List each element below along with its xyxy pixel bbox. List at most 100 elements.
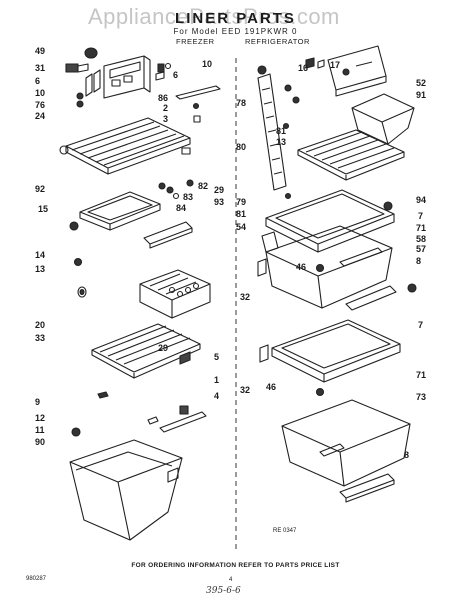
part-freezer-wire-shelf-lower [92,324,200,378]
part-1-4-bracket [160,406,206,432]
callout-54: 54 [236,222,247,232]
callout-12: 12 [35,413,46,423]
drawing-reference: RE 0347 [273,528,297,534]
part-31-bracket [66,64,88,72]
part-93-trim [144,222,192,248]
callout-82: 82 [198,181,209,191]
callout-29-lower: 29 [158,343,169,353]
callout-6-upper: 6 [173,70,179,80]
callout-90: 90 [35,437,46,447]
callout-46-lower: 46 [266,382,277,392]
handwritten-note: 395-6-6 [206,586,241,596]
callout-13-right: 13 [276,137,287,147]
callout-24: 24 [35,111,46,121]
part-6-10-clips [156,64,171,81]
part-81-13-screws [284,124,291,199]
callout-84: 84 [176,203,187,213]
callout-91: 91 [416,90,427,100]
callout-9: 9 [35,397,41,407]
callout-8-upper: 8 [416,256,422,266]
part-15-clip [70,222,78,230]
callout-32-lower: 32 [240,385,251,395]
callout-71-lower: 71 [416,370,427,380]
part-92-tray [80,192,160,230]
callout-17: 17 [330,60,341,70]
callout-29: 29 [214,185,225,195]
callout-13: 13 [35,264,46,274]
part-14-13-grommets [75,259,87,298]
callout-76: 76 [35,100,46,110]
callout-31: 31 [35,63,46,73]
part-71-glass-shelf-lower [272,320,400,382]
watermark: AppliancePartsPros.com [88,4,340,29]
callout-10: 10 [35,88,46,98]
callout-46-upper: 46 [296,262,307,272]
callout-8-lower: 8 [404,450,410,460]
part-46-32-hardware-lower [260,345,324,396]
callout-33: 33 [35,333,46,343]
part-90-bin [70,440,182,540]
part-7-clip [408,284,416,292]
section-label-freezer: FREEZER [176,37,215,46]
callout-1: 1 [214,375,220,385]
callout-93: 93 [214,197,225,207]
page-number: 4 [229,577,233,583]
page-title: LINER PARTS [175,10,296,27]
part-9-12-11-pins [72,392,158,436]
callout-80: 80 [236,142,247,152]
callout-2: 2 [163,103,169,113]
part-crisper-pan-upper [266,226,392,308]
callout-81: 81 [276,126,287,136]
callout-5: 5 [214,352,220,362]
part-86-cover [176,86,220,122]
callout-78: 78 [236,98,247,108]
callout-73: 73 [416,392,427,402]
callout-3: 3 [163,114,169,124]
callout-14: 14 [35,250,46,260]
callout-4: 4 [214,391,220,401]
part-71-glass-shelf-upper [266,190,394,252]
model-line: For Model EED 191PKWR 0 [173,27,298,36]
part-control-panel [104,56,150,98]
document-number: 980287 [26,576,47,582]
callout-11: 11 [35,425,45,435]
callout-86: 86 [158,93,169,103]
callout-83: 83 [183,192,194,202]
callout-20: 20 [35,320,46,330]
part-73-crisper-pan-lower [282,400,410,486]
ordering-note: FOR ORDERING INFORMATION REFER TO PARTS … [131,562,340,569]
section-label-refrigerator: REFRIGERATOR [245,37,310,46]
callout-7-upper: 7 [418,211,424,221]
callout-15: 15 [38,204,49,214]
part-82-83-84-hardware [159,180,193,199]
part-49-knob [85,48,97,58]
callout-10-upper: 10 [202,59,213,69]
part-ice-tray [140,270,210,318]
callout-16: 16 [298,63,309,73]
callout-49: 49 [35,46,46,56]
part-91-bin [352,94,414,144]
part-refrigerator-wire-shelf [298,130,404,180]
part-freezer-wire-shelf-upper [60,118,190,174]
part-94-clip [384,202,392,210]
callout-71-upper: 71 [416,223,427,233]
callout-32-upper: 32 [240,292,251,302]
callout-81-lower: 81 [236,209,247,219]
part-78-track-rail [258,66,299,190]
part-8-trim-lower [340,474,394,502]
part-8-trim-upper [346,286,396,310]
callout-79: 79 [236,197,247,207]
callout-94: 94 [416,195,427,205]
part-6-10-brackets-left [77,70,100,107]
callout-92: 92 [35,184,46,194]
callout-6: 6 [35,76,41,86]
part-46-32-hardware-upper [258,259,324,276]
part-52-control-housing [328,46,386,96]
part-16-17-brackets [306,58,324,68]
callout-57: 57 [416,244,427,254]
callout-52: 52 [416,78,427,88]
callout-58: 58 [416,234,427,244]
callout-7-lower: 7 [418,320,424,330]
